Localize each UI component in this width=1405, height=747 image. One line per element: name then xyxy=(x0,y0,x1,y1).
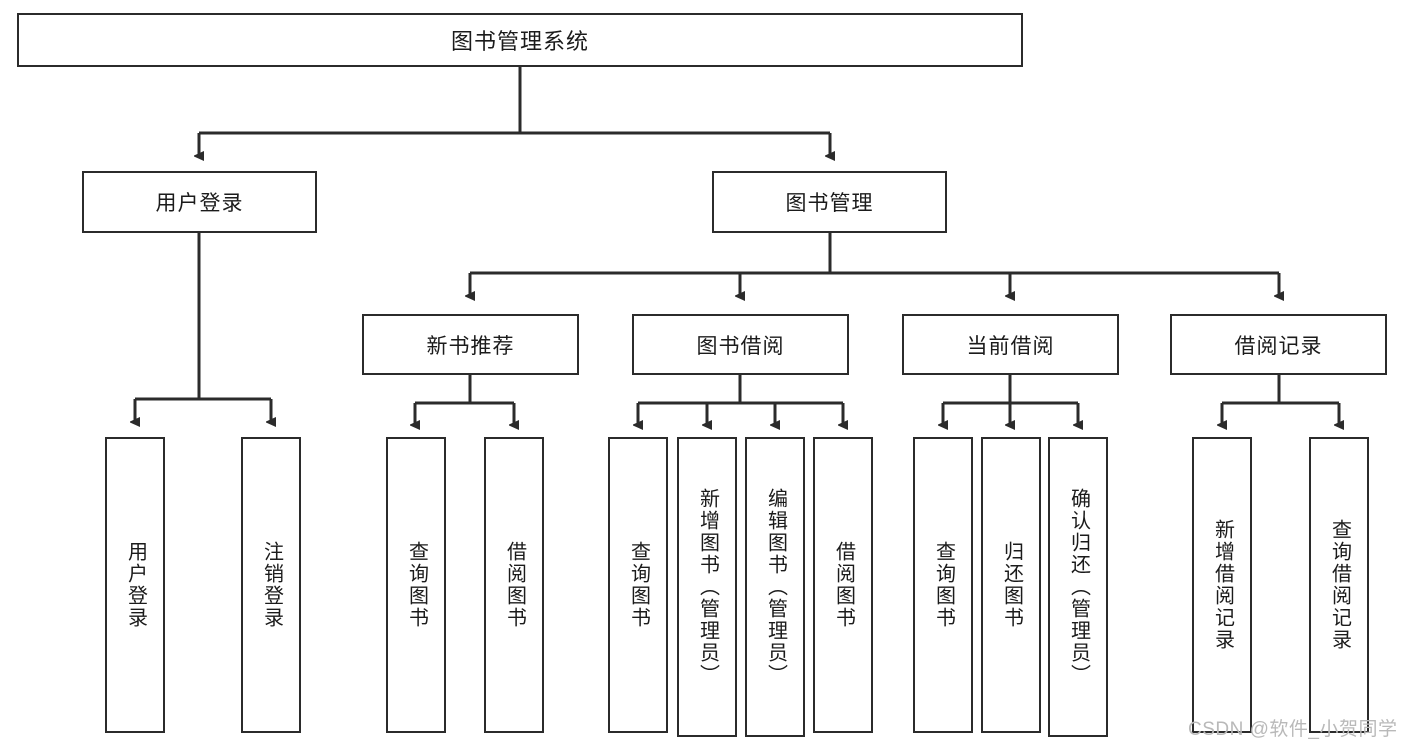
node-label: 注销登录 xyxy=(260,541,283,629)
node-label: 借阅图书 xyxy=(832,541,855,629)
node-label: 借阅图书 xyxy=(503,541,526,629)
node-label: 查询图书 xyxy=(405,541,428,629)
leaf-confirm-return-admin[interactable]: 确认归还（管理员） xyxy=(1048,437,1108,737)
node-label: 查询图书 xyxy=(932,541,955,629)
leaf-query-book-borrow[interactable]: 查询图书 xyxy=(608,437,668,733)
node-root-book-management-system[interactable]: 图书管理系统 xyxy=(17,13,1023,67)
node-label: 编辑图书（管理员） xyxy=(764,488,787,686)
leaf-edit-book-admin[interactable]: 编辑图书（管理员） xyxy=(745,437,805,737)
node-label: 借阅记录 xyxy=(1234,334,1323,358)
node-user-login[interactable]: 用户登录 xyxy=(82,171,317,233)
leaf-add-book-admin[interactable]: 新增图书（管理员） xyxy=(677,437,737,737)
leaf-add-borrow-record[interactable]: 新增借阅记录 xyxy=(1192,437,1252,733)
node-label: 新书推荐 xyxy=(426,334,515,358)
node-label: 图书管理 xyxy=(785,192,874,215)
node-label: 确认归还（管理员） xyxy=(1067,488,1090,686)
node-borrow-record[interactable]: 借阅记录 xyxy=(1170,314,1387,375)
node-label: 当前借阅 xyxy=(966,334,1055,358)
node-current-borrow[interactable]: 当前借阅 xyxy=(902,314,1119,375)
node-label: 图书管理系统 xyxy=(450,29,589,54)
leaf-logout-login[interactable]: 注销登录 xyxy=(241,437,301,733)
node-label: 新增借阅记录 xyxy=(1211,519,1234,651)
leaf-user-login[interactable]: 用户登录 xyxy=(105,437,165,733)
node-label: 查询图书 xyxy=(627,541,650,629)
leaf-query-book-recommend[interactable]: 查询图书 xyxy=(386,437,446,733)
leaf-query-book-current[interactable]: 查询图书 xyxy=(913,437,973,733)
csdn-watermark: CSDN @软件_小贺同学 xyxy=(1188,719,1398,740)
node-label: 查询借阅记录 xyxy=(1328,519,1351,651)
node-book-management[interactable]: 图书管理 xyxy=(712,171,947,233)
leaf-return-book[interactable]: 归还图书 xyxy=(981,437,1041,733)
node-book-borrow[interactable]: 图书借阅 xyxy=(632,314,849,375)
node-label: 用户登录 xyxy=(155,192,244,215)
leaf-borrow-book-borrow[interactable]: 借阅图书 xyxy=(813,437,873,733)
node-new-book-recommend[interactable]: 新书推荐 xyxy=(362,314,579,375)
node-label: 归还图书 xyxy=(1000,541,1023,629)
node-label: 新增图书（管理员） xyxy=(696,488,719,686)
leaf-borrow-book-recommend[interactable]: 借阅图书 xyxy=(484,437,544,733)
node-label: 图书借阅 xyxy=(696,334,785,358)
leaf-query-borrow-record[interactable]: 查询借阅记录 xyxy=(1309,437,1369,733)
node-label: 用户登录 xyxy=(124,541,147,629)
